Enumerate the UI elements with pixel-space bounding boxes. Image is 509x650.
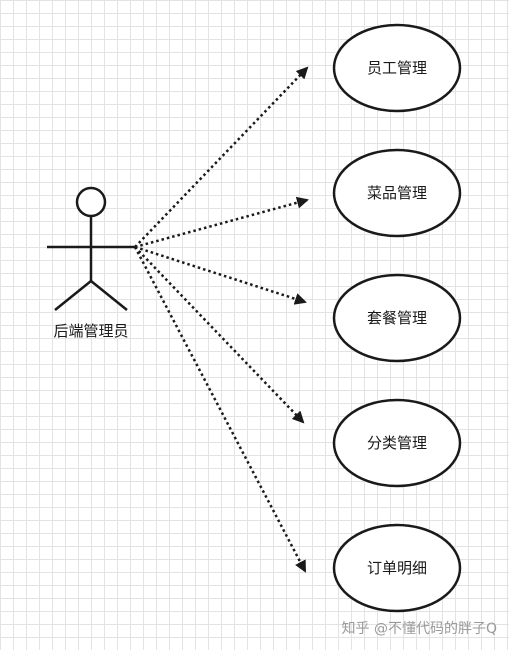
usecase-category-management[interactable]: 分类管理 bbox=[332, 398, 462, 488]
usecase-employee-management[interactable]: 员工管理 bbox=[332, 23, 462, 113]
usecase-ellipse bbox=[332, 23, 462, 113]
usecase-ellipse bbox=[332, 148, 462, 238]
arrow-to-usecase-2[interactable] bbox=[134, 196, 309, 249]
actor-stick-figure[interactable] bbox=[47, 186, 135, 311]
actor-label: 后端管理员 bbox=[53, 322, 128, 340]
actor-head bbox=[75, 186, 107, 218]
usecase-dish-management[interactable]: 菜品管理 bbox=[332, 148, 462, 238]
usecase-order-details[interactable]: 订单明细 bbox=[332, 523, 462, 613]
actor-left-leg bbox=[54, 280, 92, 311]
usecase-ellipse bbox=[332, 523, 462, 613]
usecase-label: 员工管理 bbox=[367, 59, 427, 77]
usecase-ellipse bbox=[332, 398, 462, 488]
watermark: 知乎 @不懂代码的胖子Q bbox=[341, 621, 497, 637]
usecase-label: 订单明细 bbox=[367, 559, 427, 577]
arrow-to-usecase-4[interactable] bbox=[134, 246, 305, 424]
association-arrows bbox=[133, 66, 309, 573]
usecase-label: 分类管理 bbox=[367, 434, 427, 452]
usecase-label: 套餐管理 bbox=[367, 309, 427, 327]
usecase-setmeal-management[interactable]: 套餐管理 bbox=[332, 273, 462, 363]
arrow-to-usecase-3[interactable] bbox=[134, 245, 307, 305]
arrow-to-usecase-5[interactable] bbox=[133, 246, 307, 573]
actor-right-leg bbox=[90, 280, 128, 311]
usecase-label: 菜品管理 bbox=[367, 184, 427, 202]
usecase-ellipse bbox=[332, 273, 462, 363]
arrow-to-usecase-1[interactable] bbox=[134, 66, 309, 248]
